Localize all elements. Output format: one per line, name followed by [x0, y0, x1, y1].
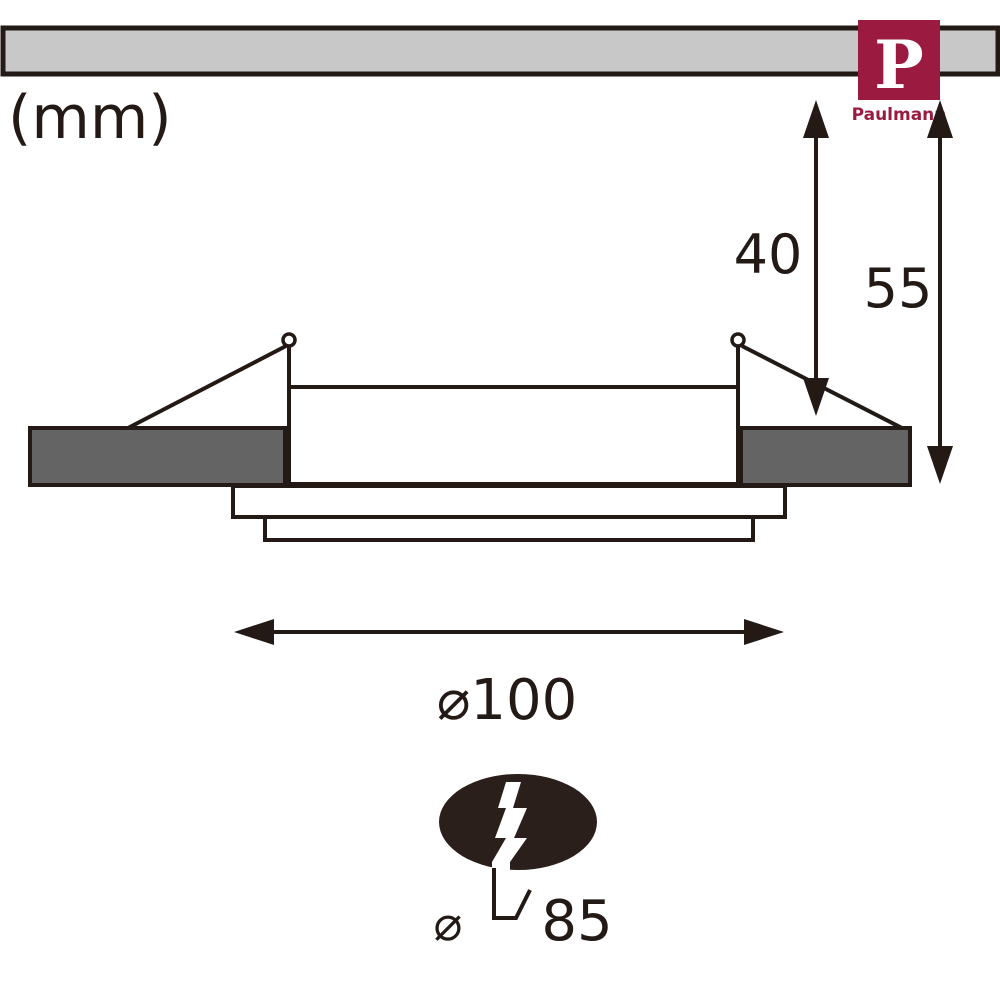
logo-letter: P	[874, 26, 924, 104]
ceiling-section-left	[28, 426, 287, 487]
dimension-label-55: 55	[864, 257, 933, 320]
dimension-label-100: ⌀100	[437, 668, 578, 733]
ceiling-strip	[0, 25, 1000, 77]
cutout-hole-icon	[439, 774, 597, 920]
housing-body	[287, 385, 740, 486]
logo-wordmark: Paulmann	[852, 105, 947, 125]
logo-box	[858, 20, 940, 100]
spring-clip-left	[127, 332, 297, 430]
lightning-tail	[492, 868, 532, 920]
dimension-label-40: 40	[734, 223, 803, 286]
dimension-arrow-40	[803, 100, 829, 416]
lightning-icon	[492, 782, 527, 872]
units-label: (mm)	[8, 83, 172, 153]
ceiling-section-right	[739, 426, 912, 487]
cutout-diameter-symbol: ⌀	[434, 896, 463, 952]
dimension-arrow-55	[927, 100, 953, 484]
dimension-arrow-100	[234, 619, 784, 645]
cutout-diameter-label: 85	[541, 889, 612, 954]
paulmann-logo: P Paulmann	[852, 20, 947, 125]
housing-bezel	[263, 515, 755, 542]
housing-flange	[231, 484, 787, 519]
